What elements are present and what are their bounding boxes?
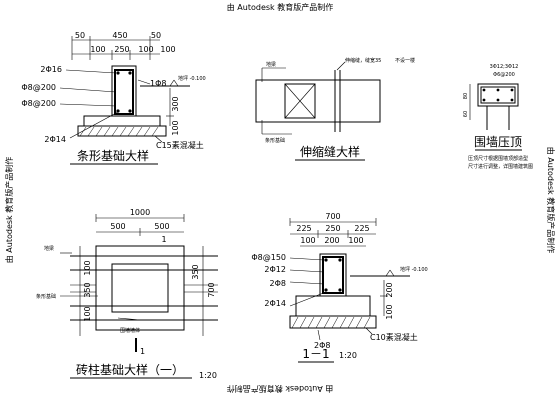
joint-label-2: 不设一楼 <box>395 57 415 64</box>
strip-footing-title: 条形基础大样 <box>77 148 149 163</box>
strip-bar-4: 2Φ14 <box>44 135 66 144</box>
wall-cap-title: 围墙压顶 <box>474 135 522 149</box>
col-footing-scale: 1:20 <box>199 371 217 380</box>
sec-dim-right-1: 100 <box>385 304 394 319</box>
col-label-3: 围墙墙体 <box>120 327 140 334</box>
sec-bar-5: 2Φ8 <box>314 341 330 350</box>
col-label-2: 条形基础 <box>36 293 56 300</box>
sec-concrete: C10素混凝土 <box>370 332 418 342</box>
sec-elev: 地坪 -0.100 <box>400 266 428 273</box>
sec-bar-4: 2Φ14 <box>264 299 286 308</box>
watermark-top: 由 Autodesk 教育版产品制作 <box>227 2 333 12</box>
sec-bar-3: 2Φ8 <box>270 279 286 288</box>
joint-label-1: 伸缩缝，缝宽35 <box>345 57 381 64</box>
strip-dim-right-1: 100 <box>171 120 180 135</box>
section-1-1-detail: 700 225 250 225 100 200 100 地坪 -0.100 Φ8… <box>251 212 428 363</box>
sec-title: 1－1 <box>302 347 329 361</box>
cap-note-2: 尺寸进行调整，详围墙建筑图 <box>468 163 533 170</box>
strip-bar-5: 1Φ8 <box>150 79 166 88</box>
strip-dim-second-0: 100 <box>90 45 105 54</box>
cap-bars-2: Φ6@200 <box>493 72 515 78</box>
col-dim-right-0: 350 <box>191 264 200 279</box>
strip-elev: 地坪 -0.100 <box>178 75 206 82</box>
joint-label-3: 地梁 <box>266 61 276 68</box>
sec-dim-right-0: 200 <box>385 282 394 297</box>
cap-dim-1: 80 <box>463 93 469 99</box>
col-dim-top2-0: 500 <box>110 222 125 231</box>
col-footing-title: 砖柱基础大样（一） <box>76 362 184 377</box>
strip-dim-second-1: 250 <box>114 45 129 54</box>
sec-dim-top3-2: 100 <box>348 236 363 245</box>
strip-footing-detail: 50 450 50 100 250 100 100 地坪 -0.100 2Φ16 <box>21 31 206 165</box>
wall-cap-detail: 3Φ12;3Φ12 Φ6@200 80 60 围墙压顶 压顶尺寸根据围墙顶部造型… <box>463 64 533 170</box>
sec-dim-top2-1: 250 <box>325 224 340 233</box>
col-dim-top2-1: 500 <box>154 222 169 231</box>
col-sect-top: 1 <box>161 235 166 244</box>
cap-note-1: 压顶尺寸根据围墙顶部造型 <box>468 155 528 162</box>
sec-dim-top: 700 <box>325 212 340 221</box>
strip-dim-second-2: 100 <box>138 45 153 54</box>
strip-concrete: C15素混凝土 <box>156 140 204 150</box>
sec-dim-top3-1: 200 <box>324 236 339 245</box>
sec-scale: 1:20 <box>339 351 357 360</box>
sec-dim-top2-2: 225 <box>354 224 369 233</box>
cap-dim-2: 60 <box>463 111 469 117</box>
col-dim-left-1: 350 <box>83 282 92 297</box>
watermark-left: 由 Autodesk 教育版产品制作 <box>4 157 14 263</box>
col-dim-right-1: 700 <box>207 282 216 297</box>
expansion-joint-title: 伸缩缝大样 <box>300 144 360 159</box>
strip-dim-right-0: 300 <box>171 96 180 111</box>
sec-bar-1: Φ8@150 <box>251 253 286 262</box>
col-dim-left-2: 100 <box>83 306 92 321</box>
col-dim-left-0: 100 <box>83 260 92 275</box>
watermark-right: 由 Autodesk 教育版产品制作 <box>546 147 556 253</box>
expansion-joint-detail: 伸缩缝，缝宽35 不设一楼 地梁 条形基础 伸缩缝大样 <box>255 57 415 161</box>
cap-bars-1: 3Φ12;3Φ12 <box>490 64 519 70</box>
sec-dim-top2-0: 225 <box>296 224 311 233</box>
sec-bar-2: 2Φ12 <box>264 265 286 274</box>
strip-dim-top-0: 50 <box>75 31 85 40</box>
strip-bar-2: Φ8@200 <box>21 83 56 92</box>
joint-label-4: 条形基础 <box>265 137 285 144</box>
sec-dim-top3-0: 100 <box>300 236 315 245</box>
col-sect-bottom: 1 <box>140 347 145 356</box>
strip-dim-top-1: 450 <box>112 31 127 40</box>
watermark-bottom: 由 Autodesk 教育版产品制作 <box>227 384 333 394</box>
strip-bar-3: Φ8@200 <box>21 99 56 108</box>
column-footing-detail: 1000 500 500 1 100 350 100 350 700 地梁 条形… <box>36 208 218 380</box>
col-label-1: 地梁 <box>44 245 54 252</box>
strip-bar-1: 2Φ16 <box>40 65 62 74</box>
col-dim-top: 1000 <box>130 208 150 217</box>
strip-dim-second-3: 100 <box>160 45 175 54</box>
strip-dim-top-2: 50 <box>151 31 161 40</box>
